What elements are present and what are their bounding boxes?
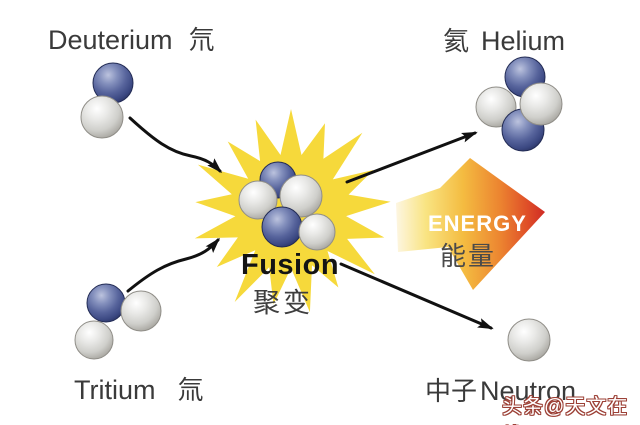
proton-sphere bbox=[86, 283, 126, 323]
helium-label: 氦 Helium bbox=[443, 26, 566, 56]
tritium-label-zh: 氚 bbox=[177, 375, 204, 405]
neutron-label: 中子 Neutron bbox=[425, 376, 577, 406]
fusion-to-helium-arrow bbox=[345, 131, 478, 184]
helium-label-zh: 氦 bbox=[443, 26, 470, 56]
deuterium-nucleus bbox=[80, 62, 134, 139]
neutron-label-en: Neutron bbox=[480, 376, 577, 406]
deuterium-label-zh: 氘 bbox=[188, 25, 215, 55]
tritium-nucleus bbox=[74, 283, 162, 360]
fusion-label-en: Fusion bbox=[241, 249, 340, 281]
energy-label-en: ENERGY bbox=[428, 211, 527, 236]
neutron-sphere bbox=[74, 320, 114, 360]
neutron-particle bbox=[507, 318, 551, 362]
fusion-label-zh: 聚变 bbox=[253, 288, 313, 318]
neutron-sphere bbox=[238, 180, 278, 220]
deuterium-to-fusion-arrow bbox=[128, 116, 223, 174]
neutron-sphere bbox=[298, 213, 336, 251]
neutron-sphere bbox=[120, 290, 162, 332]
proton-sphere bbox=[261, 206, 303, 248]
neutron-sphere bbox=[507, 318, 551, 362]
deuterium-label: Deuterium 氘 bbox=[48, 25, 215, 55]
tritium-label: Tritium 氚 bbox=[74, 375, 204, 405]
neutron-sphere bbox=[80, 95, 124, 139]
fusion-nucleus bbox=[238, 161, 336, 251]
watermark: 头条@天文在线 bbox=[502, 396, 629, 418]
neutron-label-zh: 中子 bbox=[425, 376, 478, 406]
helium-nucleus bbox=[475, 56, 563, 152]
tritium-label-en: Tritium bbox=[74, 375, 156, 405]
energy-label-zh: 能量 bbox=[440, 241, 497, 271]
helium-label-en: Helium bbox=[481, 26, 566, 56]
fusion-to-neutron-arrow bbox=[339, 262, 494, 330]
neutron-sphere bbox=[519, 82, 563, 126]
energy-arrow bbox=[396, 158, 545, 290]
deuterium-label-en: Deuterium bbox=[48, 25, 173, 55]
tritium-to-fusion-arrow bbox=[126, 237, 220, 293]
neutron-sphere bbox=[279, 174, 323, 218]
